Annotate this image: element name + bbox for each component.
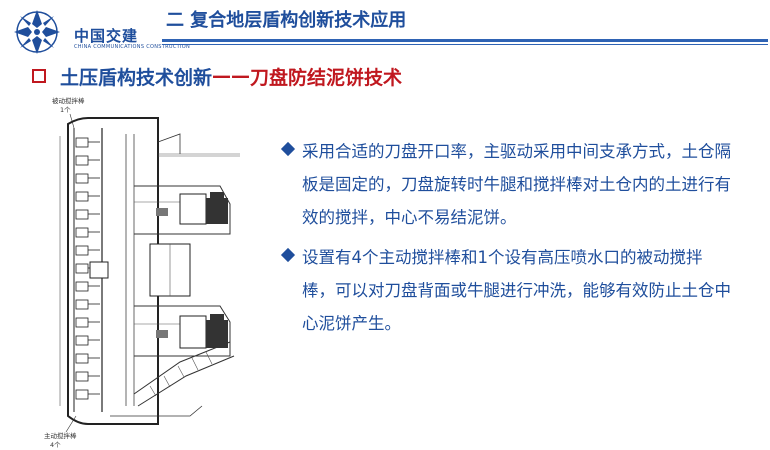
bullet-text: 采用合适的刀盘开口率，主驱动采用中间支承方式，土仓隔板是固定的，刀盘旋转时牛腿和… (302, 142, 731, 227)
label-passive-bar: 被动搅拌棒 (52, 96, 85, 105)
label-passive-count: 1个 (60, 106, 71, 114)
logo-subtext: CHINA COMMUNICATIONS CONSTRUCTION (74, 44, 191, 50)
diamond-bullet-icon (280, 141, 296, 157)
ccc-logo-icon (14, 10, 60, 54)
bullet-item: 设置有4个主动搅拌棒和1个设有高压喷水口的被动搅拌棒，可以对刀盘背面或牛腿进行冲… (280, 241, 743, 340)
section-title-sub: 刀盘防结泥饼技术 (250, 66, 403, 89)
label-active-bar: 主动搅拌棒 (44, 431, 77, 440)
diamond-bullet-icon (280, 247, 296, 263)
logo-text: 中国交建 (74, 27, 139, 45)
label-active-count: 4个 (50, 441, 61, 449)
header-divider (162, 39, 768, 42)
header-divider-thin (162, 44, 768, 45)
page-title: 二 复合地层盾构创新技术应用 (166, 10, 407, 31)
section-title-separator: —— (212, 65, 251, 87)
checkbox-square-icon (32, 69, 46, 83)
bullet-text: 设置有4个主动搅拌棒和1个设有高压喷水口的被动搅拌棒，可以对刀盘背面或牛腿进行冲… (302, 248, 731, 333)
section-heading: 土压盾构技术创新 —— 刀盘防结泥饼技术 (32, 63, 402, 89)
bullet-item: 采用合适的刀盘开口率，主驱动采用中间支承方式，土仓隔板是固定的，刀盘旋转时牛腿和… (280, 135, 743, 234)
bullet-list: 采用合适的刀盘开口率，主驱动采用中间支承方式，土仓隔板是固定的，刀盘旋转时牛腿和… (280, 135, 743, 347)
cutterhead-section-drawing: 被动搅拌棒 1个 (44, 96, 240, 449)
company-logo: 中国交建 CHINA COMMUNICATIONS CONSTRUCTION (6, 4, 190, 60)
section-title-main: 土压盾构技术创新 (60, 66, 213, 89)
